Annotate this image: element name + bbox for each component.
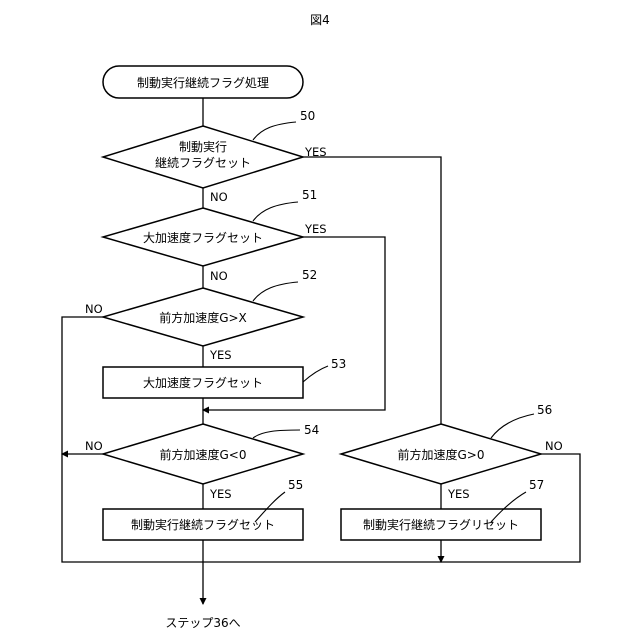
ref-52: 52 [302,268,317,282]
ref-56-leader [491,414,534,438]
ref-52-leader [253,282,298,301]
ref-53: 53 [331,357,346,371]
decision-56-label: 前方加速度G>0 [398,447,485,462]
decision-54-label: 前方加速度G<0 [160,447,247,462]
process-53-label: 大加速度フラグセット [143,375,263,390]
ref-51: 51 [302,188,317,202]
decision-50-line2: 継続フラグセット [155,155,251,170]
ref-56: 56 [537,403,552,417]
decision-50-no: NO [210,190,228,204]
ref-50: 50 [300,109,315,123]
process-57-label: 制動実行継続フラグリセット [363,517,519,532]
ref-54: 54 [304,423,319,437]
end-label: ステップ36へ [165,616,240,630]
decision-50-line1: 制動実行 [179,139,227,154]
ref-51-leader [253,202,298,221]
decision-54-no: NO [85,439,103,453]
connector-50-yes [303,157,441,424]
decision-56-no: NO [545,439,563,453]
connector-56-no [203,454,580,562]
decision-51-label: 大加速度フラグセット [143,230,263,245]
ref-55: 55 [288,478,303,492]
ref-50-leader [253,122,296,140]
ref-57: 57 [529,478,544,492]
decision-52-label: 前方加速度G>X [159,310,247,325]
decision-54-yes: YES [209,487,232,501]
decision-56-yes: YES [447,487,470,501]
ref-53-leader [303,366,328,382]
ref-54-leader [253,430,300,438]
decision-50-yes: YES [304,145,327,159]
start-label: 制動実行継続フラグ処理 [137,75,269,90]
decision-52-no: NO [85,302,103,316]
figure-title: 図4 [310,13,330,27]
process-55-label: 制動実行継続フラグセット [131,517,275,532]
decision-51-no: NO [210,269,228,283]
decision-52-yes: YES [209,348,232,362]
decision-51-yes: YES [304,222,327,236]
